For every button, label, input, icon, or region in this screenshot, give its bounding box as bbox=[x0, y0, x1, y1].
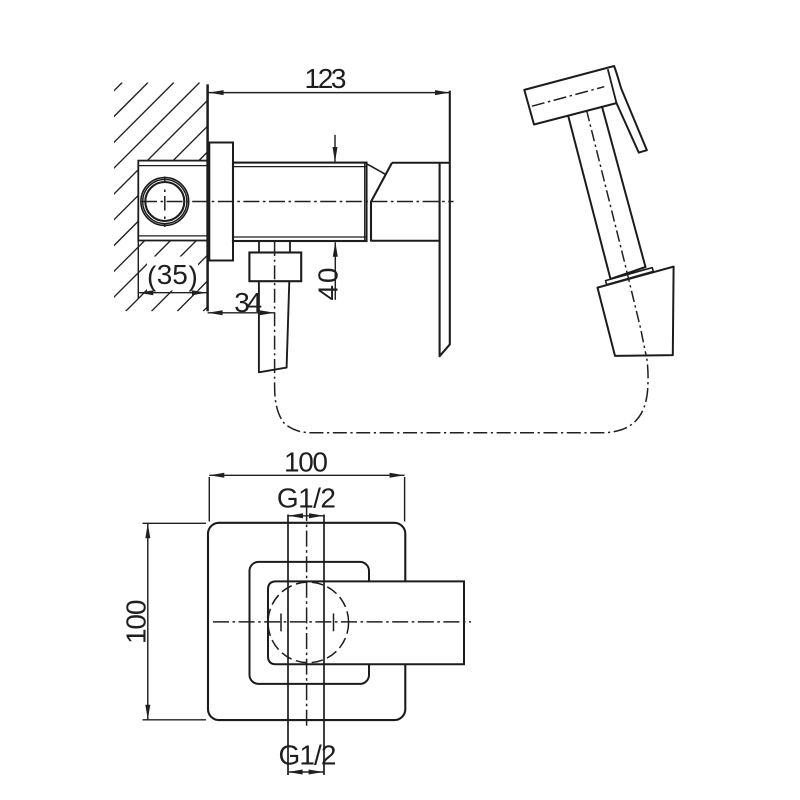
svg-text:40: 40 bbox=[313, 268, 344, 301]
svg-text:(: ( bbox=[147, 261, 157, 292]
svg-text:34: 34 bbox=[234, 287, 262, 318]
svg-text:100: 100 bbox=[284, 447, 328, 478]
svg-text:35: 35 bbox=[157, 259, 188, 290]
svg-text:): ) bbox=[189, 261, 198, 292]
svg-text:G1/2: G1/2 bbox=[279, 740, 337, 771]
svg-text:G1/2: G1/2 bbox=[277, 483, 336, 514]
svg-text:123: 123 bbox=[305, 63, 347, 94]
svg-text:100: 100 bbox=[121, 600, 152, 645]
